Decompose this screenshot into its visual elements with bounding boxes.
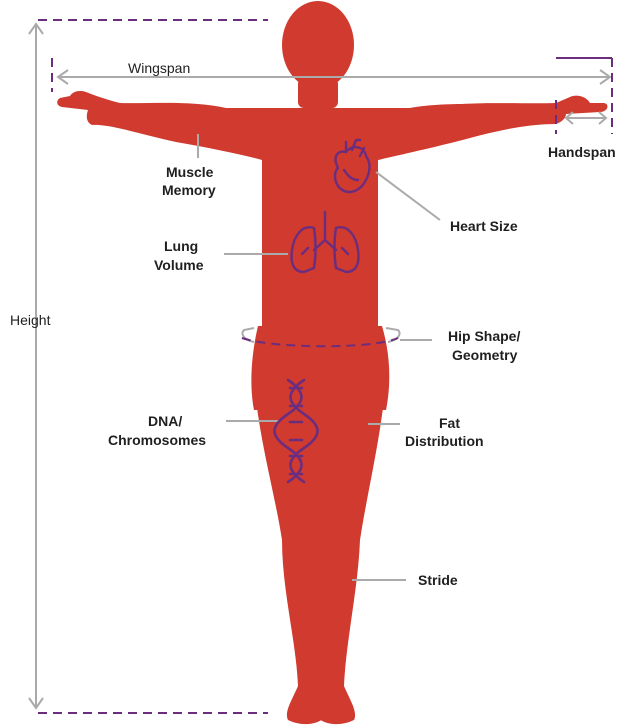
stride-label: Stride	[418, 572, 458, 588]
human-silhouette	[57, 1, 607, 724]
wingspan-label: Wingspan	[128, 60, 190, 76]
torso-and-arms	[57, 91, 607, 330]
hip-shape-label-line2: Geometry	[452, 347, 518, 363]
handspan-label: Handspan	[548, 144, 616, 160]
pelvis	[251, 326, 389, 410]
lung-volume-label-line1: Lung	[164, 238, 198, 254]
leader-heart	[376, 172, 440, 220]
lung-volume-label-line2: Volume	[154, 257, 204, 273]
dna-label-line1: DNA/	[148, 413, 182, 429]
dna-label-line2: Chromosomes	[108, 432, 206, 448]
muscle-memory-label-line1: Muscle	[166, 164, 214, 180]
hip-shape-label-line1: Hip Shape/	[448, 328, 520, 344]
heart-size-label: Heart Size	[450, 218, 518, 234]
muscle-memory-label-line2: Memory	[162, 182, 216, 198]
fat-distribution-label-line2: Distribution	[405, 433, 484, 449]
fat-distribution-label-line1: Fat	[439, 415, 460, 431]
head	[282, 1, 354, 89]
right-leg	[314, 400, 384, 724]
height-label: Height	[10, 312, 51, 328]
neck	[298, 78, 338, 108]
